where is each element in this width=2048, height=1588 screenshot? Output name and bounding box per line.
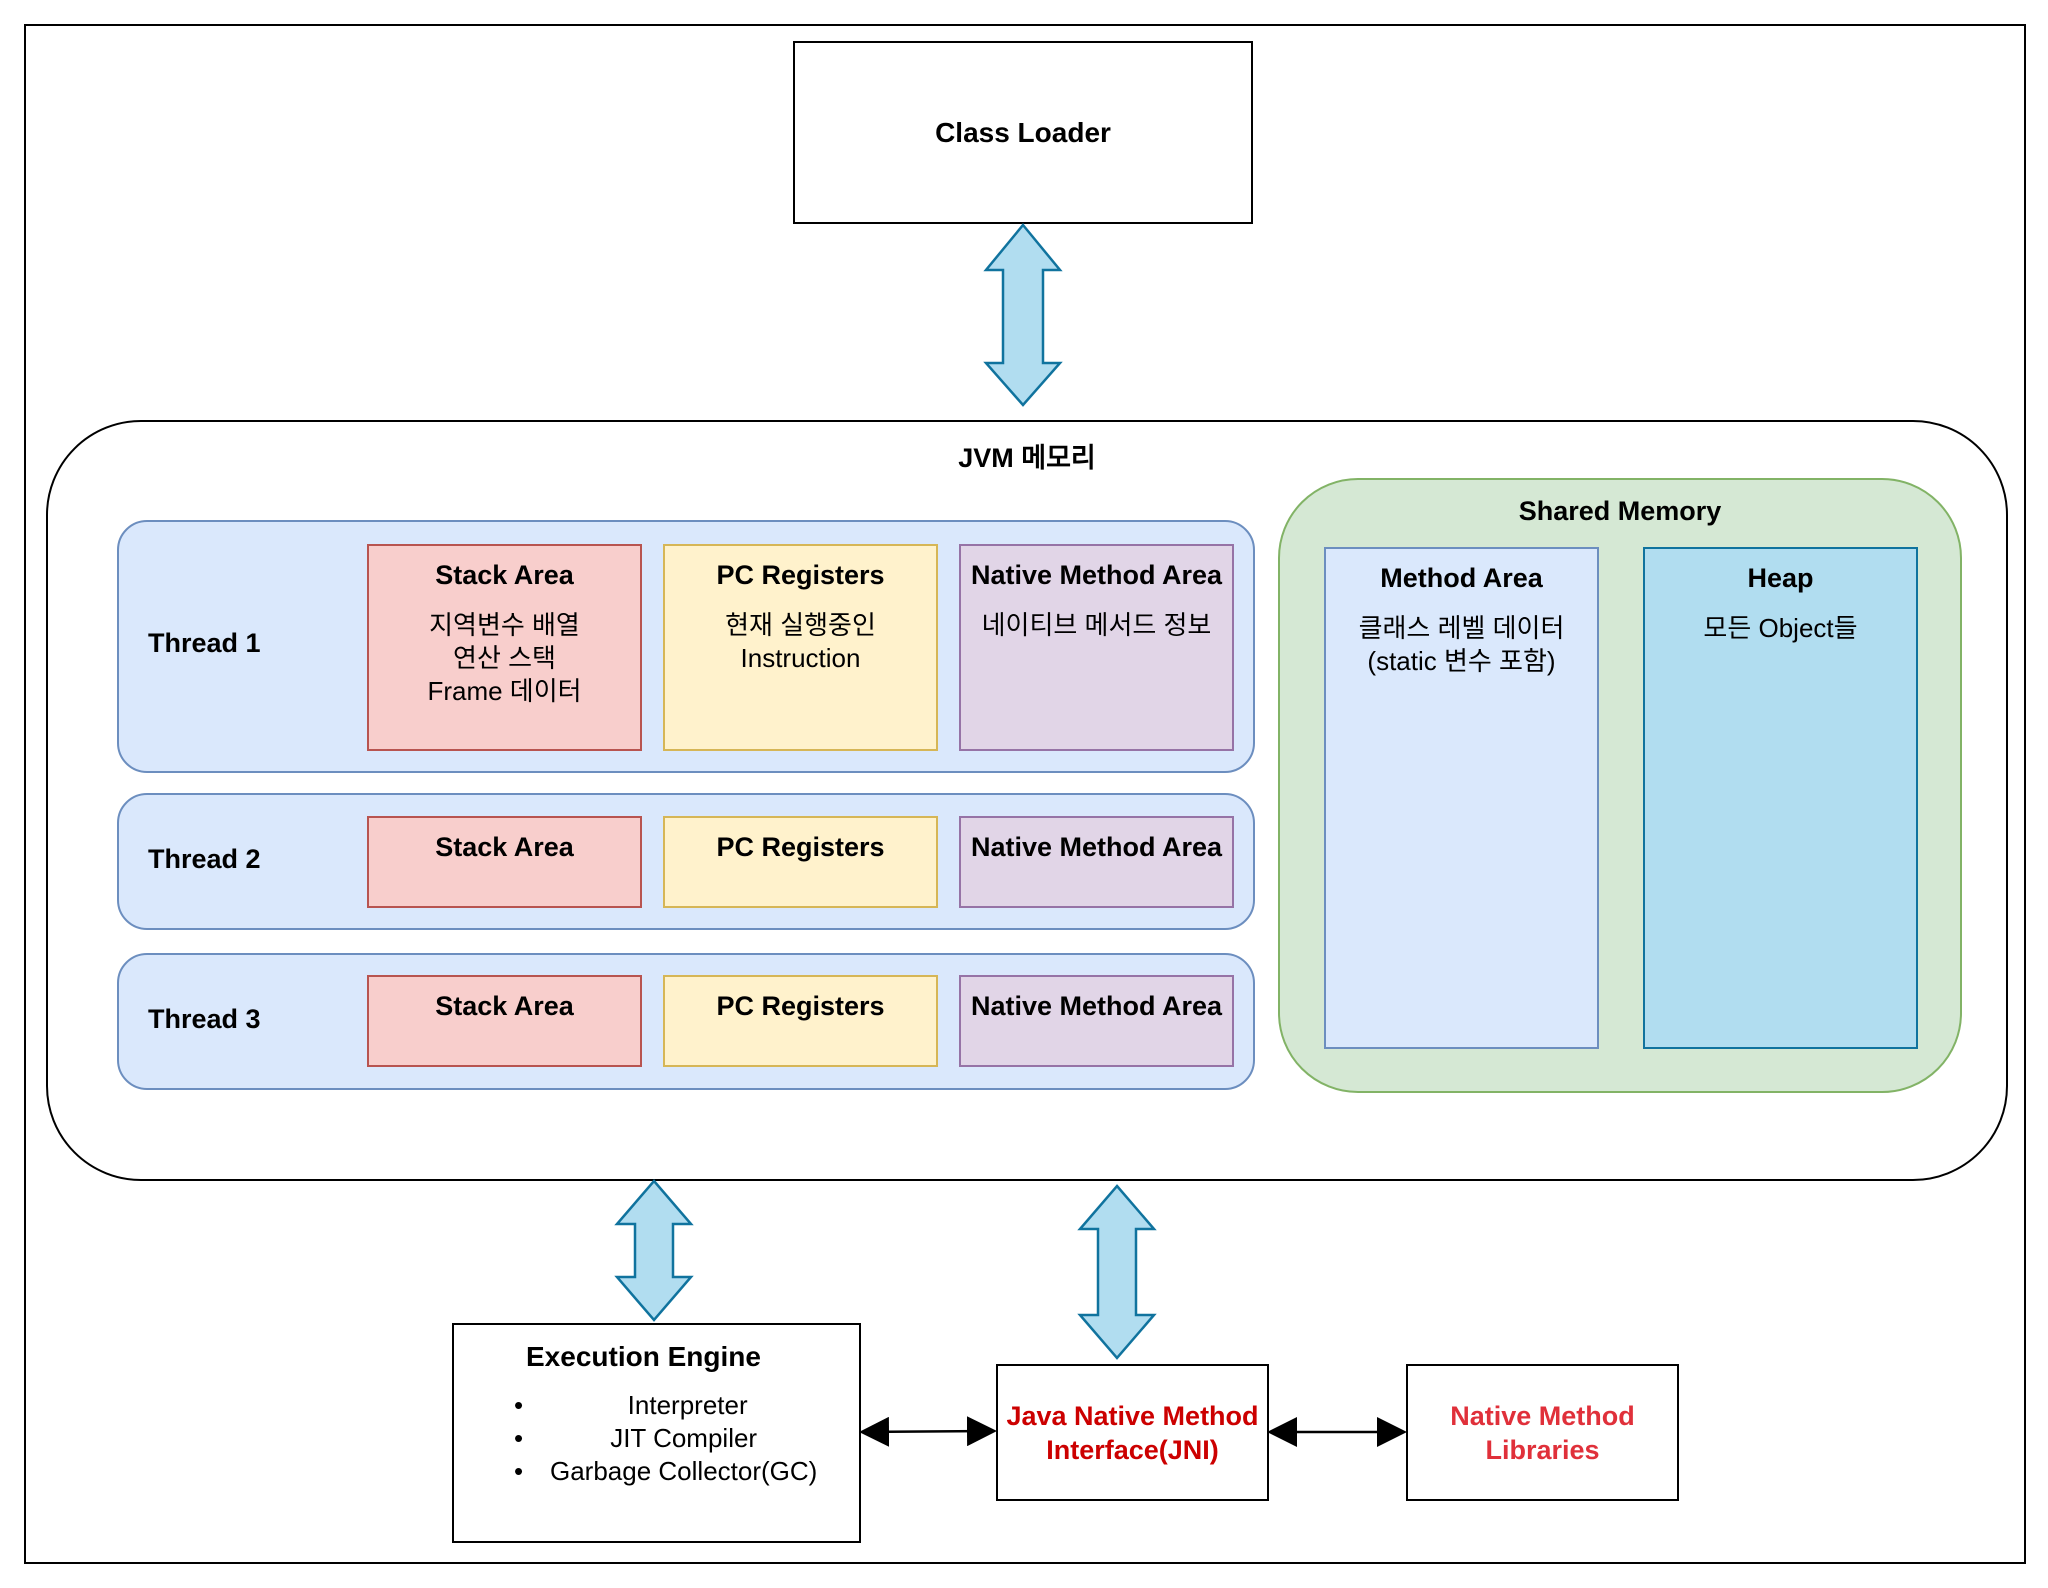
native-method-area-title: Native Method Area: [970, 832, 1223, 862]
class-loader-label: Class Loader: [935, 116, 1111, 148]
native-libraries-label: Native Method Libraries: [1450, 1400, 1635, 1465]
thread-2-stack-area: Stack Area: [367, 816, 642, 908]
method-area: Method Area 클래스 레벨 데이터 (static 변수 포함): [1324, 547, 1599, 1049]
thread-1-native-method-area: Native Method Area 네이티브 메서드 정보: [959, 544, 1234, 751]
thread-3-native-method-area: Native Method Area: [959, 975, 1234, 1067]
method-area-desc: 클래스 레벨 데이터 (static 변수 포함): [1358, 613, 1565, 676]
double-arrow-icon: [1077, 1184, 1157, 1360]
thread-1-label: Thread 1: [148, 628, 261, 658]
native-libraries-box: Native Method Libraries: [1406, 1364, 1679, 1501]
thread-3-pc-registers: PC Registers: [663, 975, 938, 1067]
method-area-title: Method Area: [1380, 563, 1543, 593]
pc-registers-desc: 현재 실행중인 Instruction: [725, 610, 876, 673]
thread-2-native-method-area: Native Method Area: [959, 816, 1234, 908]
thread-2-pc-registers: PC Registers: [663, 816, 938, 908]
native-method-area-title: Native Method Area: [970, 560, 1223, 590]
heap-title: Heap: [1747, 563, 1814, 593]
jvm-memory-title: JVM 메모리: [958, 443, 1096, 473]
pc-registers-title: PC Registers: [716, 560, 885, 590]
thread-3-stack-area: Stack Area: [367, 975, 642, 1067]
jni-box: Java Native Method Interface(JNI): [996, 1364, 1269, 1501]
class-loader-box: Class Loader: [793, 41, 1253, 224]
double-arrow-icon: [983, 223, 1063, 407]
native-method-area-desc: 네이티브 메서드 정보: [981, 610, 1212, 640]
jni-label: Java Native Method Interface(JNI): [1006, 1400, 1259, 1465]
thread-1-stack-area: Stack Area 지역변수 배열 연산 스택 Frame 데이터: [367, 544, 642, 751]
pc-registers-title: PC Registers: [716, 991, 885, 1021]
connector-line: [859, 1416, 997, 1447]
thread-1-pc-registers: PC Registers 현재 실행중인 Instruction: [663, 544, 938, 751]
execution-engine-list: Interpreter JIT Compiler Garbage Collect…: [514, 1389, 817, 1488]
diagram-frame: [24, 24, 2026, 1564]
shared-memory-title: Shared Memory: [1518, 496, 1722, 526]
stack-area-title: Stack Area: [435, 991, 574, 1021]
heap-area: Heap 모든 Object들: [1643, 547, 1918, 1049]
stack-area-title: Stack Area: [435, 832, 574, 862]
pc-registers-title: PC Registers: [716, 832, 885, 862]
thread-3-label: Thread 3: [148, 1004, 261, 1034]
double-arrow-icon: [614, 1179, 694, 1322]
stack-area-title: Stack Area: [435, 560, 574, 590]
execution-engine-box: Execution Engine Interpreter JIT Compile…: [452, 1323, 861, 1543]
execution-engine-item: JIT Compiler: [514, 1422, 817, 1455]
heap-desc: 모든 Object들: [1703, 613, 1858, 643]
execution-engine-item: Garbage Collector(GC): [514, 1455, 817, 1488]
execution-engine-title: Execution Engine: [526, 1341, 761, 1372]
execution-engine-item: Interpreter: [514, 1389, 817, 1422]
native-method-area-title: Native Method Area: [970, 991, 1223, 1021]
thread-2-label: Thread 2: [148, 844, 261, 874]
stack-area-desc: 지역변수 배열 연산 스택 Frame 데이터: [427, 610, 582, 706]
